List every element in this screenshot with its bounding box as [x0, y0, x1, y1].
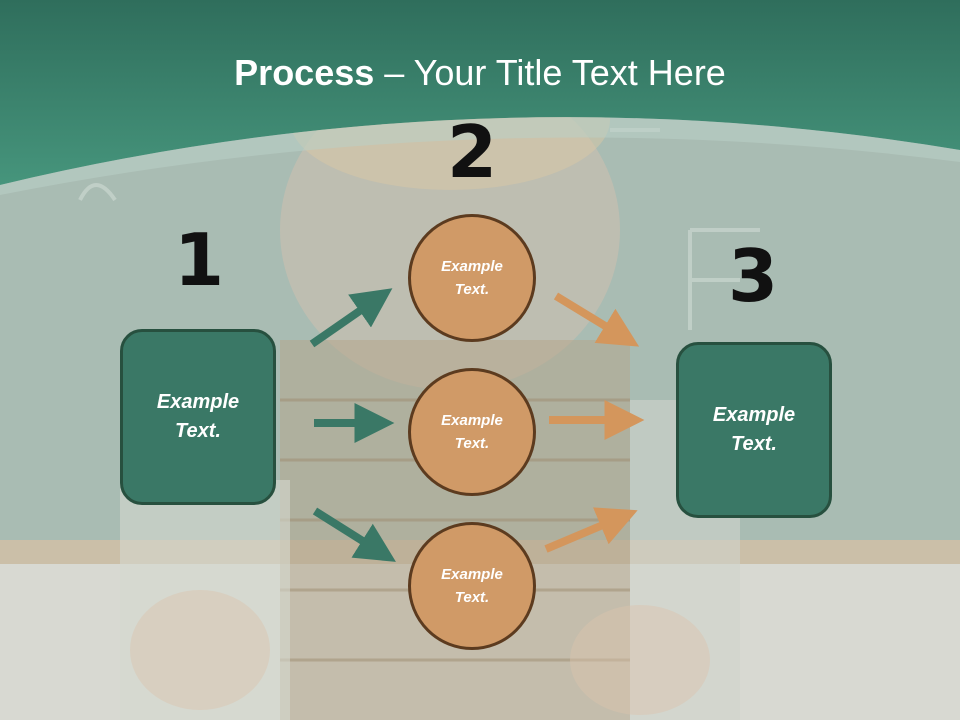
- step-box-3: Example Text.: [676, 342, 832, 518]
- step-box-3-label: Example Text.: [712, 404, 796, 455]
- title-rest: – Your Title Text Here: [374, 52, 726, 93]
- step-number-2: 2: [446, 110, 498, 194]
- process-circle-1: Example Text.: [408, 214, 536, 342]
- arrow-green-up: [309, 288, 393, 348]
- step-box-1: Example Text.: [120, 329, 276, 505]
- step-number-3: 3: [727, 234, 779, 318]
- arrow-green-down: [312, 507, 396, 562]
- process-circle-3: Example Text.: [408, 522, 536, 650]
- page-title: Process – Your Title Text Here: [0, 52, 960, 94]
- process-circle-2-label: Example Text.: [441, 412, 503, 452]
- step-box-1-label: Example Text.: [156, 391, 240, 442]
- header-band: [0, 0, 960, 195]
- title-strong: Process: [234, 52, 375, 93]
- process-circle-3-label: Example Text.: [441, 566, 503, 606]
- process-circle-2: Example Text.: [408, 368, 536, 496]
- arrow-orange-down: [553, 292, 640, 347]
- process-circle-1-label: Example Text.: [441, 258, 503, 298]
- step-number-1: 1: [173, 218, 225, 302]
- arrow-orange-up: [544, 507, 638, 553]
